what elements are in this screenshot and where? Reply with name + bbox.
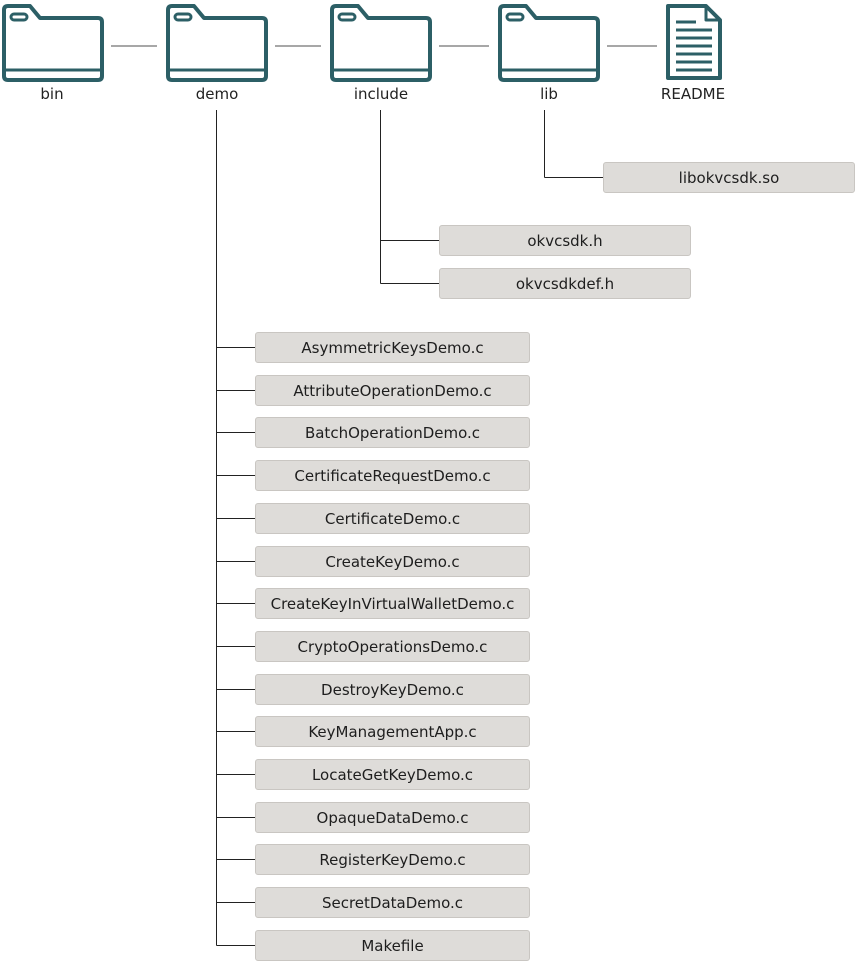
tree-connectors — [216, 110, 603, 946]
file-box-demo-item: SecretDataDemo.c — [255, 887, 530, 918]
file-box-demo-item: CreateKeyDemo.c — [255, 546, 530, 577]
file-box-demo-item: KeyManagementApp.c — [255, 716, 530, 747]
file-box-demo-item: CertificateRequestDemo.c — [255, 460, 530, 491]
file-box-demo-item: DestroyKeyDemo.c — [255, 674, 530, 705]
folder-icon — [2, 4, 104, 82]
folder-icon — [498, 4, 600, 82]
file-box-demo-item: AsymmetricKeysDemo.c — [255, 332, 530, 363]
folder-label-demo: demo — [195, 85, 239, 103]
file-label-readme: README — [660, 85, 726, 103]
file-box-demo-item: OpaqueDataDemo.c — [255, 802, 530, 833]
file-box-okvcsdkdef-h: okvcsdkdef.h — [439, 268, 691, 299]
file-box-demo-item: AttributeOperationDemo.c — [255, 375, 530, 406]
file-box-demo-item: BatchOperationDemo.c — [255, 417, 530, 448]
folder-label-include: include — [353, 85, 409, 103]
file-box-demo-item: Makefile — [255, 930, 530, 961]
folder-icon — [330, 4, 432, 82]
file-box-demo-item: CertificateDemo.c — [255, 503, 530, 534]
document-icon — [666, 4, 722, 80]
folder-label-bin: bin — [40, 85, 64, 103]
file-box-demo-item: CreateKeyInVirtualWalletDemo.c — [255, 588, 530, 619]
file-box-okvcsdk-h: okvcsdk.h — [439, 225, 691, 256]
file-box-libokvcsdk: libokvcsdk.so — [603, 162, 855, 193]
folder-icon — [166, 4, 268, 82]
file-box-demo-item: RegisterKeyDemo.c — [255, 844, 530, 875]
file-box-demo-item: CryptoOperationsDemo.c — [255, 631, 530, 662]
file-box-demo-item: LocateGetKeyDemo.c — [255, 759, 530, 790]
folder-label-lib: lib — [540, 85, 558, 103]
